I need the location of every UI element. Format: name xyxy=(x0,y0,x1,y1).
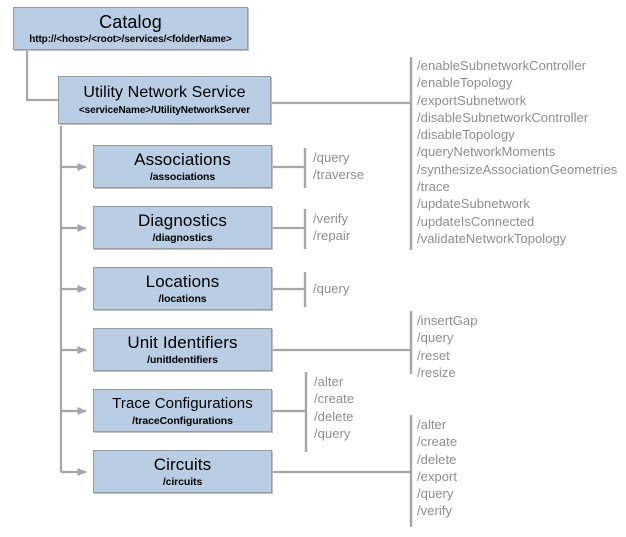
node-trace-configurations-title: Trace Configurations xyxy=(112,394,253,412)
node-associations-subtitle: /associations xyxy=(149,170,216,183)
node-catalog-subtitle: http://<host>/<root>/services/<folderNam… xyxy=(29,33,232,45)
node-associations-title: Associations xyxy=(134,149,231,169)
operation-item: /export xyxy=(417,468,458,484)
operation-item: /synthesizeAssociationGeometries xyxy=(417,161,618,177)
operation-item: /trace xyxy=(417,179,450,195)
operation-item: /disableSubnetworkController xyxy=(417,109,589,125)
node-utility-network-service-subtitle: <serviceName>/UtilityNetworkServer xyxy=(78,105,251,116)
oplist-trace-configurations: /alter/create/delete/query xyxy=(314,373,354,442)
operation-item: /enableSubnetworkController xyxy=(417,58,587,73)
node-utility-network-service-title: Utility Network Service xyxy=(83,84,246,101)
node-locations[interactable]: Locations /locations xyxy=(93,267,272,310)
node-circuits[interactable]: Circuits /circuits xyxy=(93,450,272,493)
node-utility-network-service[interactable]: Utility Network Service <serviceName>/Ut… xyxy=(58,76,271,124)
node-locations-subtitle: /locations xyxy=(158,292,207,305)
operation-item: /verify xyxy=(313,211,349,226)
node-locations-title: Locations xyxy=(145,271,220,291)
operation-item: /create xyxy=(417,434,458,450)
operation-item: /reset xyxy=(417,347,450,363)
oplist-service: /enableSubnetworkController/enableTopolo… xyxy=(417,57,617,247)
operation-item: /enableTopology xyxy=(417,75,513,91)
node-circuits-subtitle: /circuits xyxy=(162,475,203,488)
oplist-unit-identifiers: /insertGap/query/reset/resize xyxy=(417,312,477,381)
oplist-associations: /query/traverse xyxy=(313,149,364,184)
operation-item: /alter xyxy=(314,374,344,389)
node-diagnostics-title: Diagnostics xyxy=(138,210,227,230)
operation-item: /queryNetworkMoments xyxy=(417,144,556,160)
node-unit-identifiers[interactable]: Unit Identifiers /unitIdentifiers xyxy=(93,328,272,371)
operation-item: /updateIsConnected xyxy=(417,213,535,229)
node-trace-configurations-subtitle: /traceConfigurations xyxy=(132,414,233,427)
node-catalog[interactable]: Catalog http://<host>/<root>/services/<f… xyxy=(13,7,248,50)
operation-item: /disableTopology xyxy=(417,127,515,143)
operation-item: /resize xyxy=(417,364,456,380)
operation-item: /delete xyxy=(417,451,457,467)
node-diagnostics[interactable]: Diagnostics /diagnostics xyxy=(93,206,272,249)
operation-item: /delete xyxy=(314,408,354,424)
node-associations[interactable]: Associations /associations xyxy=(93,145,272,188)
oplist-diagnostics: /verify/repair xyxy=(313,210,350,245)
operation-item: /query xyxy=(417,486,454,502)
operation-item: /verify xyxy=(417,503,453,519)
node-unit-identifiers-subtitle: /unitIdentifiers xyxy=(147,353,218,366)
operation-item: /repair xyxy=(313,228,351,244)
oplist-circuits: /alter/create/delete/export/query/verify xyxy=(417,416,457,520)
node-unit-identifiers-title: Unit Identifiers xyxy=(127,332,238,352)
operation-item: /query xyxy=(313,150,350,165)
operation-item: /validateNetworkTopology xyxy=(417,230,567,246)
operation-item: /create xyxy=(314,391,355,407)
operation-item: /traverse xyxy=(313,167,365,183)
operation-item: /query xyxy=(313,281,350,296)
operation-item: /alter xyxy=(417,417,447,432)
operation-item: /updateSubnetwork xyxy=(417,196,530,212)
oplist-locations: /query xyxy=(313,280,349,297)
operation-item: /query xyxy=(417,330,454,346)
node-trace-configurations[interactable]: Trace Configurations /traceConfiguration… xyxy=(93,389,272,432)
operation-item: /query xyxy=(314,425,351,441)
node-diagnostics-subtitle: /diagnostics xyxy=(152,231,213,244)
operation-item: /exportSubnetwork xyxy=(417,92,527,108)
operation-item: /insertGap xyxy=(417,313,478,328)
node-circuits-title: Circuits xyxy=(153,454,212,474)
node-catalog-title: Catalog xyxy=(99,11,162,32)
